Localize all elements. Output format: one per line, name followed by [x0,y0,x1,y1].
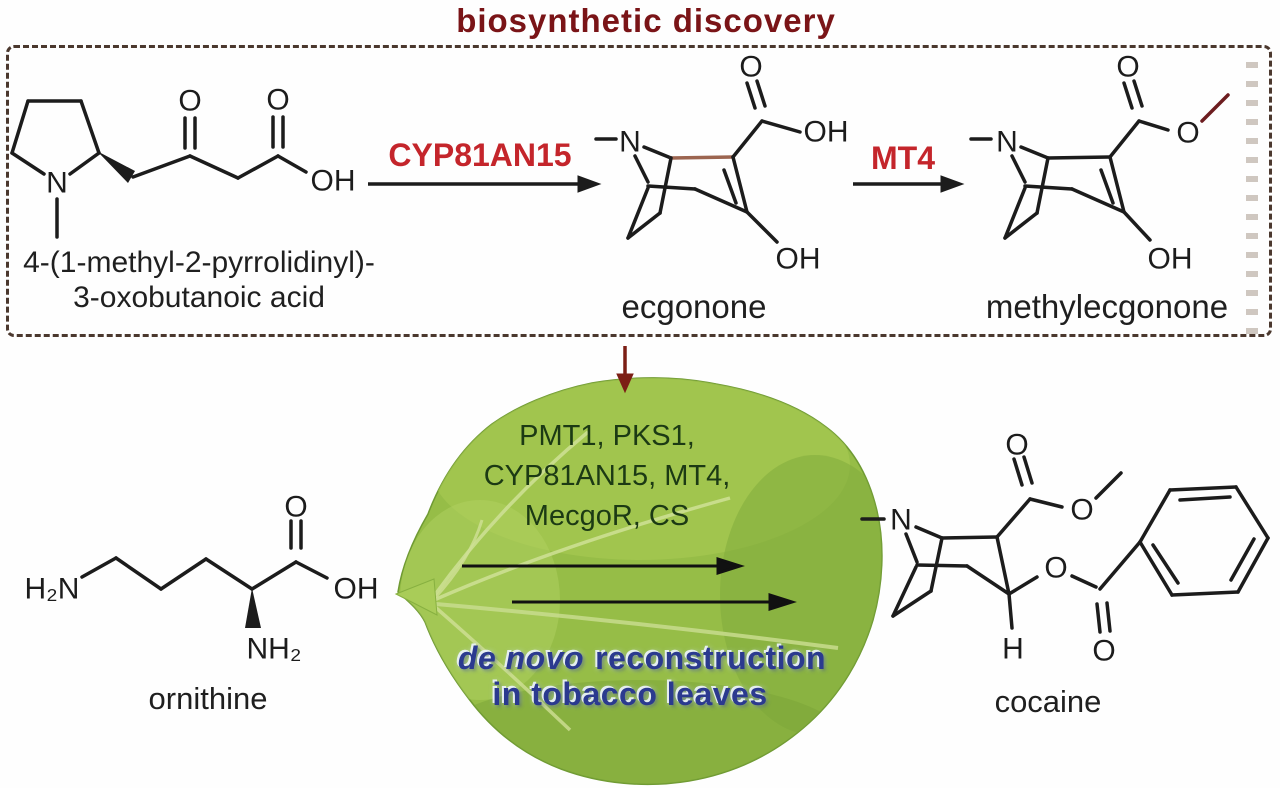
leaf-vein [432,604,572,732]
ecgonone-name: ecgonone [621,288,767,325]
molecule-precursor-structure [10,99,308,239]
biosynthetic-discovery-box [6,45,1272,337]
molecule-cocaine-atoms: N O O O O H [890,429,1116,668]
atom-label-O: O [1116,51,1139,84]
atom-label-N: N [890,504,912,537]
atom-label-O: O [178,85,201,118]
leaf-enzyme-list: PMT1, PKS1, CYP81AN15, MT4, MecgoR, CS [407,416,807,536]
tobacco-leaf [394,377,883,786]
reaction-arrow-2 [853,175,965,193]
atom-label-O: O [1092,635,1115,668]
precursor-name-line1: 4-(1-methyl-2-pyrrolidinyl)- [23,246,375,279]
leaf-vein [432,430,590,598]
leaf-caption-line2: in tobacco leaves [492,676,768,712]
atom-label-H: H [1002,633,1024,666]
molecule-methylecgonone-structure [969,79,1230,242]
atom-label-NH2: NH₂ [247,633,302,666]
new-methyl-bond [1200,93,1230,123]
leaf-arrow-2 [512,592,797,612]
atom-label-OH: OH [776,243,821,276]
atom-label-OH: OH [804,116,849,149]
molecule-ornithine-structure [80,519,329,628]
molecule-ecgonone-atoms: N O OH OH [619,51,848,276]
leaf-enzyme-line: CYP81AN15, MT4, [483,460,731,492]
atom-label-O: O [284,491,307,524]
leaf-petiole [394,578,438,616]
wedge-bond [97,151,135,183]
atom-label-N: N [46,167,68,200]
down-arrow [616,346,634,394]
precursor-name-line2: 3-oxobutanoic acid [73,281,325,314]
atom-label-N: N [619,126,641,159]
enzyme-label-mt4: MT4 [871,140,935,176]
atom-label-O: O [1005,429,1028,462]
atom-label-O: O [1070,494,1093,527]
atom-label-OH: OH [334,573,379,606]
leaf-vein [432,519,484,601]
caption-de-novo: de novo [457,640,585,676]
leaf-vein [433,496,731,602]
enzyme-label-cyp81an15: CYP81AN15 [388,137,572,173]
figure-title: biosynthetic discovery [456,2,836,39]
molecule-ornithine-atoms: H₂N O OH NH₂ [25,491,379,666]
atom-label-OH: OH [311,165,356,198]
molecule-precursor-atoms: N O O OH [46,84,355,200]
methylecgonone-name: methylecgonone [985,288,1229,325]
atom-label-N: N [996,126,1018,159]
wedge-bond [245,588,261,628]
ornithine-name: ornithine [148,681,268,716]
leaf-arrow-1 [462,556,745,576]
molecule-cocaine-structure [860,455,1270,634]
scan-artifact-marks [1246,62,1258,334]
cocaine-name: cocaine [994,684,1102,719]
leaf-enzyme-line: PMT1, PKS1, [519,420,695,452]
leaf-caption-line1: de novo reconstruction [392,640,892,677]
atom-label-O: O [266,84,289,117]
atom-label-H2N: H₂N [25,573,80,606]
ester-methyl-bond [1094,471,1123,500]
leaf-vein [435,602,839,650]
reaction-arrow-1 [368,175,602,193]
caption-reconstruction: reconstruction [595,640,827,676]
atom-label-O: O [1044,552,1067,585]
atom-label-O: O [739,51,762,84]
atom-label-OH: OH [1148,243,1193,276]
atom-label-O: O [1176,117,1199,150]
molecule-methylecgonone-atoms: N O O OH [996,51,1200,276]
molecule-ecgonone-structure [594,79,802,244]
leaf-enzyme-line: MecgoR, CS [524,500,690,532]
highlighted-bond [669,155,735,160]
